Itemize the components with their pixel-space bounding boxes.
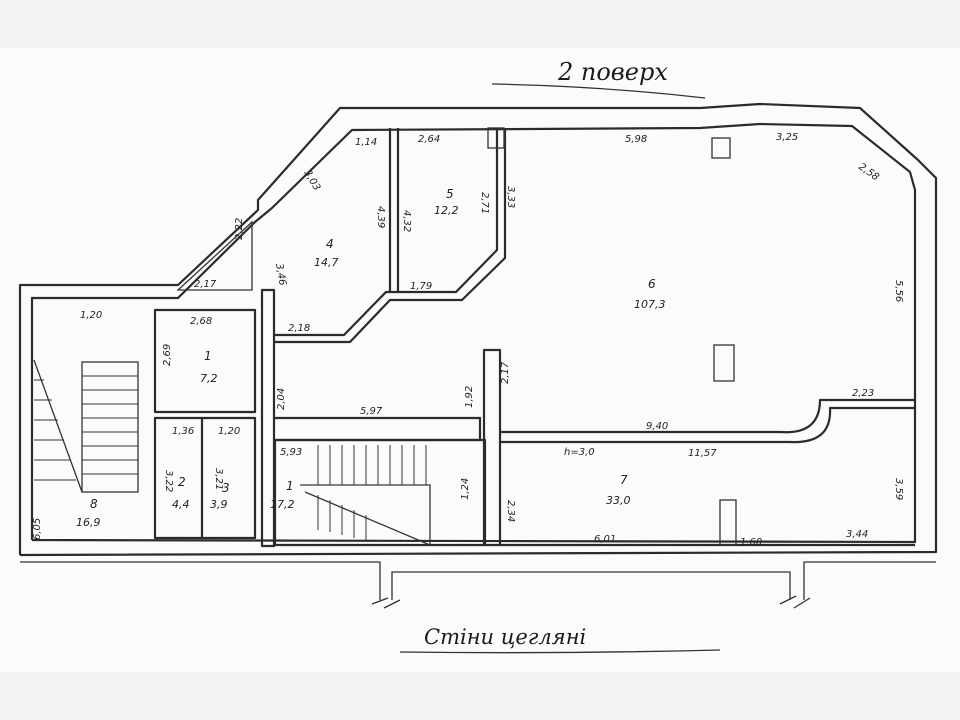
room-number: 7	[620, 473, 628, 487]
room-labels: 1 7,2 2 4,4 3 3,9 1 17,2 4 14,7 5 12,2 6…	[76, 187, 666, 529]
dimension: 1,20	[80, 310, 102, 321]
dimension: 2,22	[234, 218, 245, 240]
staircase-center	[300, 445, 431, 546]
dimension: 3,59	[893, 478, 904, 500]
room-number: 8	[90, 497, 98, 511]
dimension: 2,71	[479, 192, 490, 214]
room-number: 1	[286, 479, 294, 493]
room-number: 4	[326, 237, 334, 251]
dimension: 2,58	[856, 161, 881, 183]
plan-title: 2 поверх	[557, 58, 668, 86]
plan-subtitle: Стіни цегляні	[424, 625, 586, 649]
room-height-note: h=3,0	[564, 447, 595, 458]
room-area: 14,7	[314, 256, 339, 269]
dimension: 1,14	[355, 137, 377, 148]
room-number: 3	[222, 481, 230, 495]
dimension: 11,57	[688, 448, 717, 459]
outer-walls	[18, 102, 938, 557]
room-area: 7,2	[200, 372, 218, 385]
room-number: 1	[204, 349, 212, 363]
room-area: 107,3	[634, 298, 666, 311]
dimension: 1,79	[410, 281, 432, 292]
dimension: 4,32	[401, 210, 412, 232]
room-number: 5	[446, 187, 454, 201]
dimension: 6,05	[32, 518, 43, 540]
room-area: 33,0	[606, 494, 631, 507]
room-area: 3,9	[210, 498, 228, 511]
room-area: 17,2	[270, 498, 295, 511]
dimension: 2,17	[500, 361, 511, 384]
dimension: 2,18	[288, 323, 310, 334]
dimension: 5,97	[360, 406, 383, 417]
dimension: 3,25	[776, 132, 798, 143]
room-area: 12,2	[434, 204, 459, 217]
room-area: 4,4	[172, 498, 190, 511]
dimension: 4,39	[375, 206, 386, 228]
dimension: 5,56	[893, 280, 904, 302]
dimension: 9,40	[646, 421, 668, 432]
dimension: 6,01	[594, 534, 616, 545]
dimension: 5,93	[280, 447, 302, 458]
dimension: 2,17	[194, 279, 217, 290]
dimension: 2,69	[162, 344, 173, 366]
foundation-outline	[20, 561, 936, 609]
wall-projection	[176, 220, 253, 291]
dimension: 3,33	[505, 186, 516, 208]
dimension: 3,46	[273, 263, 288, 287]
dimension: 2,64	[418, 134, 440, 145]
title-underline	[491, 83, 706, 99]
dimension: 2,34	[505, 500, 516, 522]
staircase-left	[33, 359, 139, 493]
dimension: 3,03	[301, 168, 322, 193]
dimension: 5,98	[625, 134, 647, 145]
dimension: 1,36	[172, 426, 194, 437]
dimension: 3,44	[846, 529, 868, 540]
dimension: 2,68	[190, 316, 212, 327]
room-number: 2	[178, 475, 186, 489]
dimension: 1,20	[218, 426, 240, 437]
subtitle-underline	[399, 649, 721, 654]
inner-walls	[153, 127, 915, 548]
dimension: 3,21	[213, 468, 224, 490]
dimension: 1,24	[460, 478, 471, 500]
room-number: 6	[648, 277, 656, 291]
dimension-labels: 1,14 2,64 5,98 3,25 2,58 5,56 2,23 3,59 …	[32, 132, 904, 548]
dimension: 2,04	[276, 388, 287, 410]
room-area: 16,9	[76, 516, 101, 529]
dimension: 2,23	[852, 388, 874, 399]
dimension: 1,92	[464, 386, 475, 408]
dimension: 1,60	[740, 537, 762, 548]
dimension: 3,22	[163, 470, 174, 492]
drawing-sheet	[0, 48, 960, 672]
